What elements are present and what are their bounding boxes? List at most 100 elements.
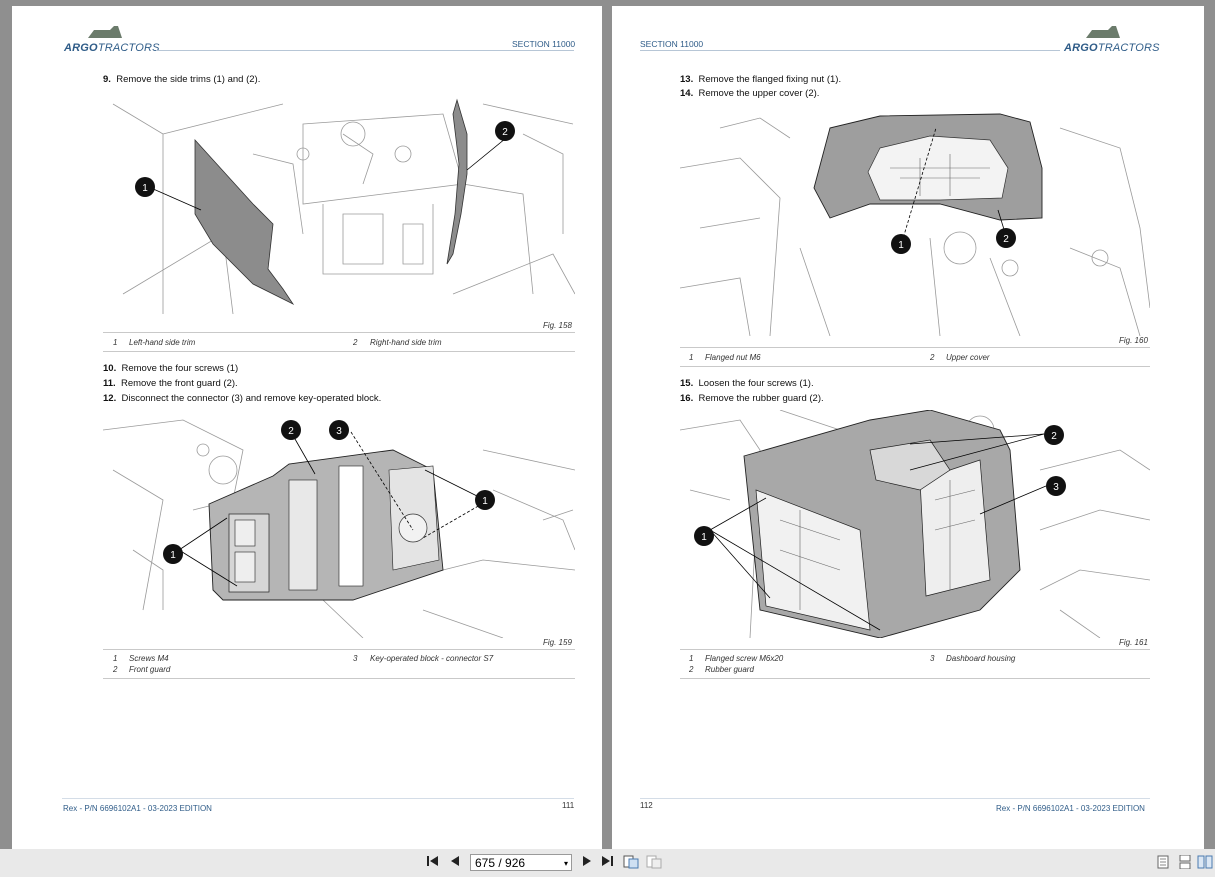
caption-rule [103, 332, 575, 333]
rubber-guard [869, 439, 951, 491]
caption-num: 1 [113, 338, 118, 347]
step-14: 14. Remove the upper cover (2). [680, 88, 820, 99]
tractor-logo-icon [1086, 26, 1120, 38]
figure-label: Fig. 160 [1119, 336, 1148, 345]
callout-1 [135, 177, 155, 197]
caption-num: 3 [930, 654, 935, 663]
svg-text:2: 2 [1003, 234, 1009, 245]
continuous-icon[interactable] [1176, 854, 1194, 871]
caption-num: 2 [353, 338, 358, 347]
header-rule [640, 50, 1060, 51]
svg-text:1: 1 [701, 532, 707, 543]
caption-text: Dashboard housing [946, 654, 1016, 663]
logo-brand-light: TRACTORS [1097, 42, 1160, 54]
caption-num: 1 [689, 353, 694, 362]
svg-text:3: 3 [336, 426, 342, 437]
callout-2 [281, 420, 301, 440]
step-13: 13. Remove the flanged fixing nut (1). [680, 74, 842, 85]
caption-text: Flanged screw M6x20 [705, 654, 784, 663]
svg-text:2: 2 [502, 127, 508, 138]
caption-text: Screws M4 [129, 654, 169, 663]
figure-label: Fig. 158 [543, 321, 572, 330]
caption-text: Left-hand side trim [129, 338, 196, 347]
svg-text:1: 1 [142, 183, 148, 194]
callout-2 [1044, 425, 1064, 445]
two-page-icon[interactable] [1196, 855, 1214, 871]
caption-rule [680, 649, 1150, 650]
viewer-toolbar: 675 / 926 ▾ [0, 849, 1215, 877]
document-page-left: ARGOTRACTORS SECTION 11000 9. Remove the… [12, 6, 602, 849]
left-side-trim [194, 138, 295, 306]
figure-159-illustration: 1 2 3 1 [103, 410, 575, 638]
step-9: 9. Remove the side trims (1) and (2). [103, 74, 261, 85]
caption-text: Flanged nut M6 [705, 353, 761, 362]
section-label: SECTION 11000 [512, 39, 576, 49]
svg-text:1: 1 [898, 240, 904, 251]
prev-page-icon[interactable] [446, 855, 464, 871]
logo-brand-bold: ARGO [1064, 42, 1098, 54]
callout-1 [475, 490, 495, 510]
callout-3 [329, 420, 349, 440]
svg-text:3: 3 [1053, 482, 1059, 493]
page-indicator-input[interactable]: 675 / 926 ▾ [470, 854, 572, 871]
fit-width-icon[interactable] [645, 855, 663, 871]
caption-rule [680, 678, 1150, 679]
logo-brand-bold: ARGO [64, 42, 98, 54]
page-number: 112 [640, 801, 653, 810]
step-16: 16. Remove the rubber guard (2). [680, 393, 824, 404]
step-12: 12. Disconnect the connector (3) and rem… [103, 393, 382, 404]
document-page-right: SECTION 11000 ARGOTRACTORS 13. Remove th… [612, 6, 1204, 849]
caption-text: Rubber guard [705, 665, 754, 674]
figure-158-illustration: 1 2 [103, 94, 575, 322]
right-side-trim [446, 98, 468, 265]
caption-rule [103, 351, 575, 352]
caption-text: Upper cover [946, 353, 990, 362]
page-indicator-text: 675 / 926 [475, 856, 526, 870]
fit-page-icon[interactable] [622, 855, 640, 871]
step-15: 15. Loosen the four screws (1). [680, 378, 814, 389]
caption-rule [680, 366, 1150, 367]
caption-rule [680, 347, 1150, 348]
caption-rule [103, 649, 575, 650]
figure-160-illustration: 1 2 [680, 108, 1150, 336]
figure-label: Fig. 159 [543, 638, 572, 647]
tractor-logo-icon [88, 26, 122, 38]
svg-text:1: 1 [482, 496, 488, 507]
caption-num: 1 [113, 654, 118, 663]
callout-1 [163, 544, 183, 564]
callout-2 [495, 121, 515, 141]
step-11: 11. Remove the front guard (2). [103, 378, 238, 389]
single-page-icon[interactable] [1154, 855, 1172, 871]
footer-edition: Rex - P/N 6696102A1 - 03-2023 EDITION [63, 804, 212, 813]
caption-num: 2 [689, 665, 694, 674]
footer-rule [62, 798, 574, 799]
svg-text:2: 2 [288, 426, 294, 437]
footer-edition: Rex - P/N 6696102A1 - 03-2023 EDITION [996, 804, 1145, 813]
section-label: SECTION 11000 [640, 39, 704, 49]
callout-2 [996, 228, 1016, 248]
caption-text: Key-operated block - connector S7 [370, 654, 494, 663]
callout-1 [694, 526, 714, 546]
next-page-icon[interactable] [578, 855, 596, 871]
caption-text: Right-hand side trim [370, 338, 442, 347]
figure-label: Fig. 161 [1119, 638, 1148, 647]
caption-rule [103, 678, 575, 679]
caption-num: 2 [930, 353, 935, 362]
first-page-icon[interactable] [424, 855, 442, 871]
caption-num: 3 [353, 654, 358, 663]
figure-161-illustration: 2 3 1 [680, 410, 1150, 638]
last-page-icon[interactable] [598, 855, 616, 871]
logo-brand-light: TRACTORS [97, 42, 160, 54]
caption-text: Front guard [129, 665, 171, 674]
chevron-down-icon[interactable]: ▾ [563, 859, 568, 868]
svg-text:2: 2 [1051, 431, 1057, 442]
svg-text:1: 1 [170, 550, 176, 561]
caption-num: 1 [689, 654, 694, 663]
caption-num: 2 [113, 665, 118, 674]
footer-rule [640, 798, 1150, 799]
header-rule [156, 50, 574, 51]
step-10: 10. Remove the four screws (1) [103, 363, 239, 374]
callout-1 [891, 234, 911, 254]
page-number: 111 [562, 801, 575, 810]
callout-3 [1046, 476, 1066, 496]
